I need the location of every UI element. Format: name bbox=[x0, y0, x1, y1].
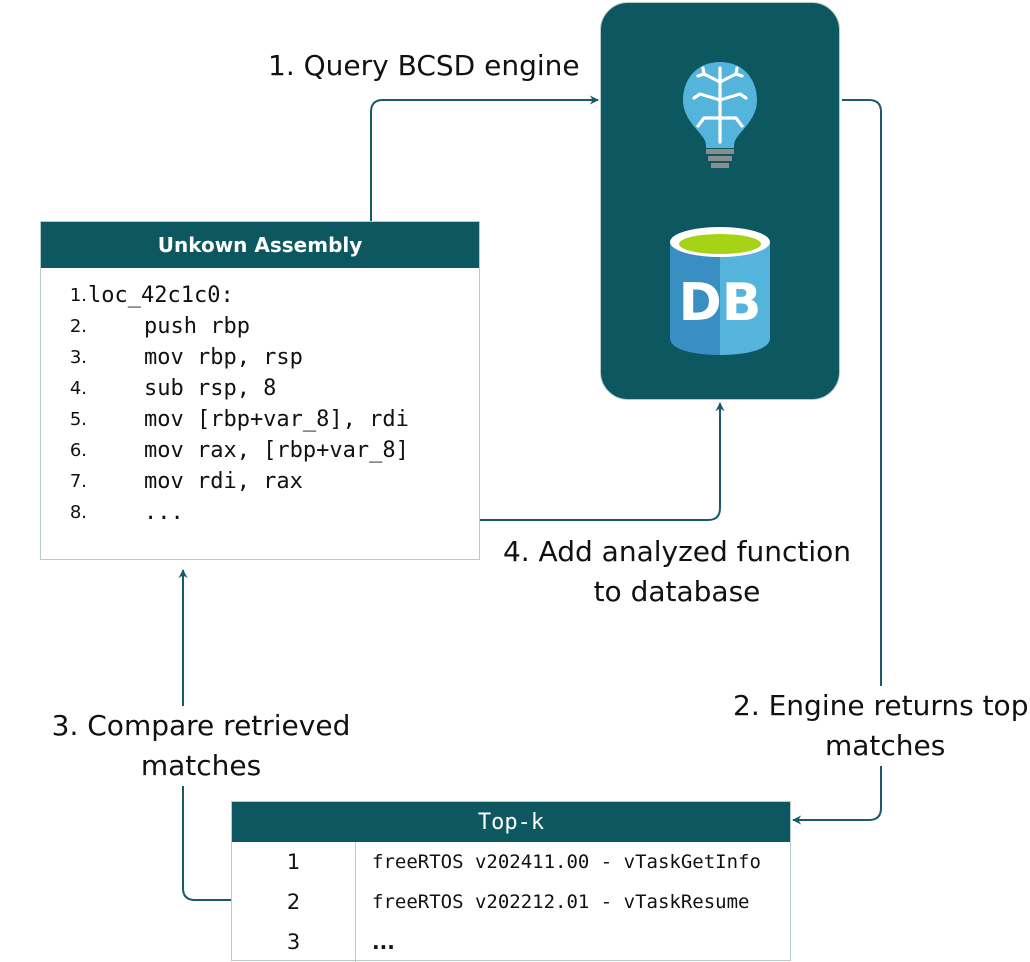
arrow-query-engine bbox=[370, 95, 599, 221]
step4-line2: to database bbox=[593, 575, 761, 608]
step4-label: 4. Add analyzed function to database bbox=[492, 532, 862, 612]
row-function: freeRTOS v202411.00 - vTaskGetInfo bbox=[372, 851, 761, 873]
arrow-engine-returns bbox=[792, 99, 882, 825]
assembly-line: 7. mov rdi, rax bbox=[41, 466, 479, 497]
row-function: ... bbox=[372, 930, 395, 954]
assembly-line: 6. mov rax, [rbp+var_8] bbox=[41, 435, 479, 466]
step3-line1: 3. Compare retrieved bbox=[51, 709, 351, 742]
lightbulb-brain-icon bbox=[682, 61, 757, 168]
line-code: push rbp bbox=[91, 314, 250, 339]
bcsd-engine-box: DB bbox=[600, 2, 840, 400]
table-row: 1 freeRTOS v202411.00 - vTaskGetInfo bbox=[232, 842, 790, 882]
line-code: sub rsp, 8 bbox=[91, 376, 277, 401]
topk-table: Top-k 1 freeRTOS v202411.00 - vTaskGetIn… bbox=[231, 801, 791, 962]
table-row: 2 freeRTOS v202212.01 - vTaskResume bbox=[232, 882, 790, 922]
row-rank: 3 bbox=[232, 922, 356, 962]
topk-title: Top-k bbox=[232, 802, 790, 842]
assembly-line: 8. ... bbox=[41, 497, 479, 528]
assembly-line: 3. mov rbp, rsp bbox=[41, 342, 479, 373]
step2-line2: matches bbox=[825, 729, 946, 762]
line-number: 8. bbox=[69, 502, 87, 523]
step2-label: 2. Engine returns top matches bbox=[733, 686, 1030, 766]
unknown-assembly-title: Unkown Assembly bbox=[41, 222, 479, 268]
row-function: freeRTOS v202212.01 - vTaskResume bbox=[372, 891, 750, 913]
line-code: mov [rbp+var_8], rdi bbox=[91, 407, 409, 432]
line-number: 7. bbox=[69, 471, 87, 492]
step4-line1: 4. Add analyzed function bbox=[502, 535, 852, 568]
step3-label: 3. Compare retrieved matches bbox=[40, 706, 362, 786]
engine-icons: DB bbox=[669, 61, 770, 355]
line-number: 1. bbox=[69, 285, 87, 306]
step3-line2: matches bbox=[140, 749, 262, 782]
step1-label: 1. Query BCSD engine bbox=[268, 49, 580, 82]
assembly-line: 2. push rbp bbox=[41, 311, 479, 342]
db-label: DB bbox=[678, 273, 761, 333]
step2-line1: 2. Engine returns top bbox=[733, 689, 1029, 722]
line-code: mov rax, [rbp+var_8] bbox=[91, 438, 409, 463]
unknown-assembly-box: Unkown Assembly 1.loc_42c1c0: 2. push rb… bbox=[40, 221, 480, 560]
line-code: ... bbox=[91, 500, 184, 525]
line-number: 4. bbox=[69, 378, 87, 399]
assembly-lines: 1.loc_42c1c0: 2. push rbp 3. mov rbp, rs… bbox=[41, 280, 479, 528]
line-code: mov rdi, rax bbox=[91, 469, 303, 494]
arrow-compare-matches bbox=[178, 569, 231, 901]
line-code: mov rbp, rsp bbox=[91, 345, 303, 370]
line-number: 5. bbox=[69, 409, 87, 430]
line-number: 3. bbox=[69, 347, 87, 368]
row-rank: 2 bbox=[232, 882, 356, 922]
line-number: 2. bbox=[69, 316, 87, 337]
database-icon: DB bbox=[669, 226, 770, 355]
row-rank: 1 bbox=[232, 842, 356, 882]
assembly-line: 4. sub rsp, 8 bbox=[41, 373, 479, 404]
assembly-line: 1.loc_42c1c0: bbox=[41, 280, 479, 311]
line-number: 6. bbox=[69, 440, 87, 461]
arrow-add-to-database bbox=[480, 402, 725, 521]
assembly-line: 5. mov [rbp+var_8], rdi bbox=[41, 404, 479, 435]
table-row: 3 ... bbox=[232, 922, 790, 962]
line-code: loc_42c1c0: bbox=[88, 283, 234, 308]
